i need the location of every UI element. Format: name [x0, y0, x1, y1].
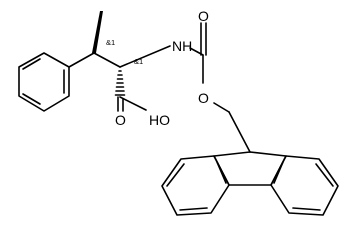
phenyl-ring [18, 52, 70, 112]
stereo-label-alpha-carbon: &1 [134, 57, 143, 66]
fluorenyl-group [161, 151, 339, 216]
acid-oxygen-label: O [115, 112, 126, 128]
bond-cbeta-calpha [93, 52, 121, 68]
bond-ester-o-ch2 [213, 102, 230, 113]
ester-oxygen-label: O [198, 90, 209, 106]
bond-phenyl-cbeta [68, 52, 95, 68]
bond-calpha-n [119, 45, 171, 68]
wedge-bond-methyl [92, 11, 103, 53]
hashed-bond-carboxyl [114, 70, 126, 96]
stereo-label-beta-carbon: &1 [106, 38, 115, 47]
acid-hydroxyl-label: HO [149, 112, 170, 128]
carbonyl-oxygen-label: O [198, 8, 209, 24]
nh-label: NH [172, 38, 192, 54]
bond-carboxyl-oh [119, 96, 147, 111]
bond-ch2-c9 [228, 111, 251, 153]
